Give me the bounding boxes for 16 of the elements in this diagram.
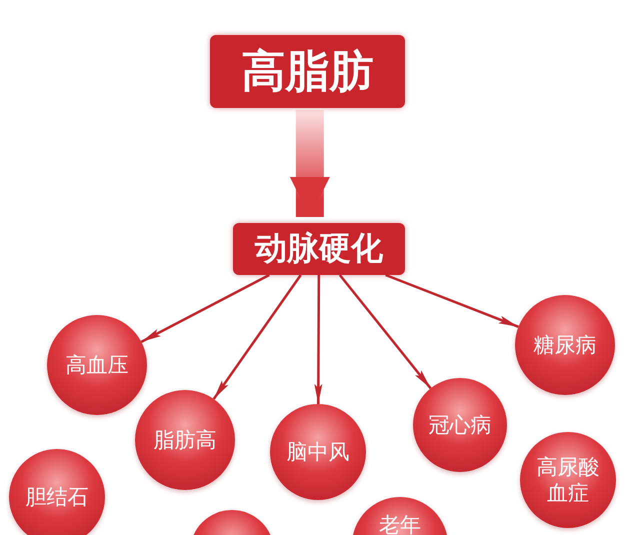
- arrow: [338, 274, 432, 390]
- disease-circle: 糖尿病: [515, 295, 615, 395]
- disease-circle: 老年: [352, 497, 448, 535]
- disease-circle: 脂肪高: [135, 390, 235, 490]
- disease-circle: 脑中风: [270, 404, 366, 500]
- disease-circle: 胆结石: [9, 449, 105, 535]
- arrow: [314, 275, 322, 404]
- arrow: [140, 274, 270, 343]
- disease-circle: 高血压: [47, 315, 147, 415]
- disease-circle: 冠心病: [413, 378, 507, 472]
- arrow: [385, 274, 519, 328]
- disease-circle: 高尿酸血症: [520, 432, 616, 528]
- title-box: 动脉硬化: [233, 223, 405, 275]
- arrow: [290, 110, 330, 217]
- arrow: [212, 274, 302, 400]
- title-box: 高脂肪: [210, 35, 405, 108]
